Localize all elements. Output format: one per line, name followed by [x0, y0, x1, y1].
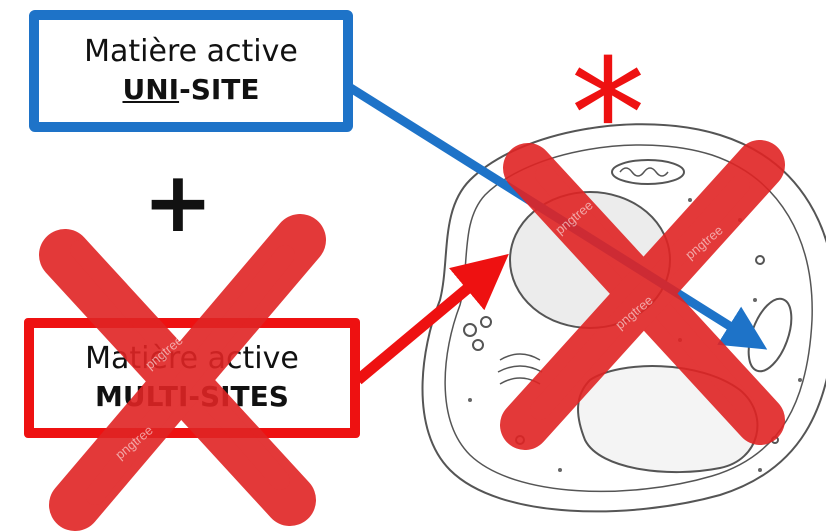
cross-left — [65, 240, 300, 505]
